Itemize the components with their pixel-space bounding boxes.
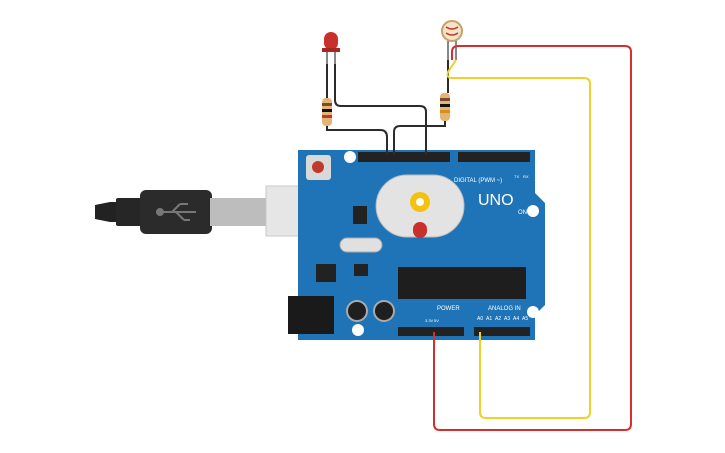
dc-motor[interactable]	[375, 174, 465, 238]
regulator	[316, 264, 336, 282]
wire-black-1[interactable]	[326, 64, 388, 155]
motor-led	[413, 222, 427, 238]
reset-button[interactable]	[306, 155, 331, 180]
resistor-led[interactable]	[322, 98, 332, 126]
wire-black-2[interactable]	[334, 64, 427, 155]
pin-a2: A2	[495, 316, 501, 322]
usb-symbol-icon	[156, 203, 196, 221]
pin-a4: A4	[513, 316, 519, 322]
mount-hole	[352, 324, 364, 336]
usb-cable[interactable]	[95, 185, 317, 237]
photoresistor[interactable]	[441, 20, 463, 60]
pin-a5: A5	[522, 316, 528, 322]
pin-a3: A3	[504, 316, 510, 322]
red-led[interactable]	[322, 32, 340, 64]
power-header	[398, 327, 464, 336]
wire-black-3[interactable]	[393, 60, 449, 155]
power-label: POWER	[437, 306, 460, 312]
power-jack[interactable]	[288, 296, 334, 334]
digital-header	[358, 152, 530, 162]
pin-a0: A0	[477, 316, 483, 322]
pin-tx: TX	[514, 174, 519, 179]
wire-yellow[interactable]	[446, 59, 591, 419]
digital-label: DIGITAL (PWM ~)	[454, 178, 502, 184]
on-label: ON	[518, 210, 527, 216]
small-chip	[353, 206, 367, 224]
pin-rx: RX	[523, 174, 529, 179]
capacitors	[346, 300, 395, 322]
arduino-board[interactable]: UNO ON DIGITAL (PWM ~) POWER ANALOG IN A…	[288, 150, 545, 340]
atmega-chip	[398, 267, 526, 299]
pin-a1: A1	[486, 316, 492, 322]
analog-header	[474, 327, 530, 336]
crystal	[339, 237, 383, 253]
pin-5v: 5V	[434, 318, 439, 323]
board-brand: UNO	[478, 192, 514, 209]
resistor-ldr[interactable]	[440, 93, 450, 121]
pin-3v3: 3.3V	[425, 318, 434, 323]
analog-label: ANALOG IN	[488, 306, 521, 312]
wire-red[interactable]	[433, 45, 632, 431]
